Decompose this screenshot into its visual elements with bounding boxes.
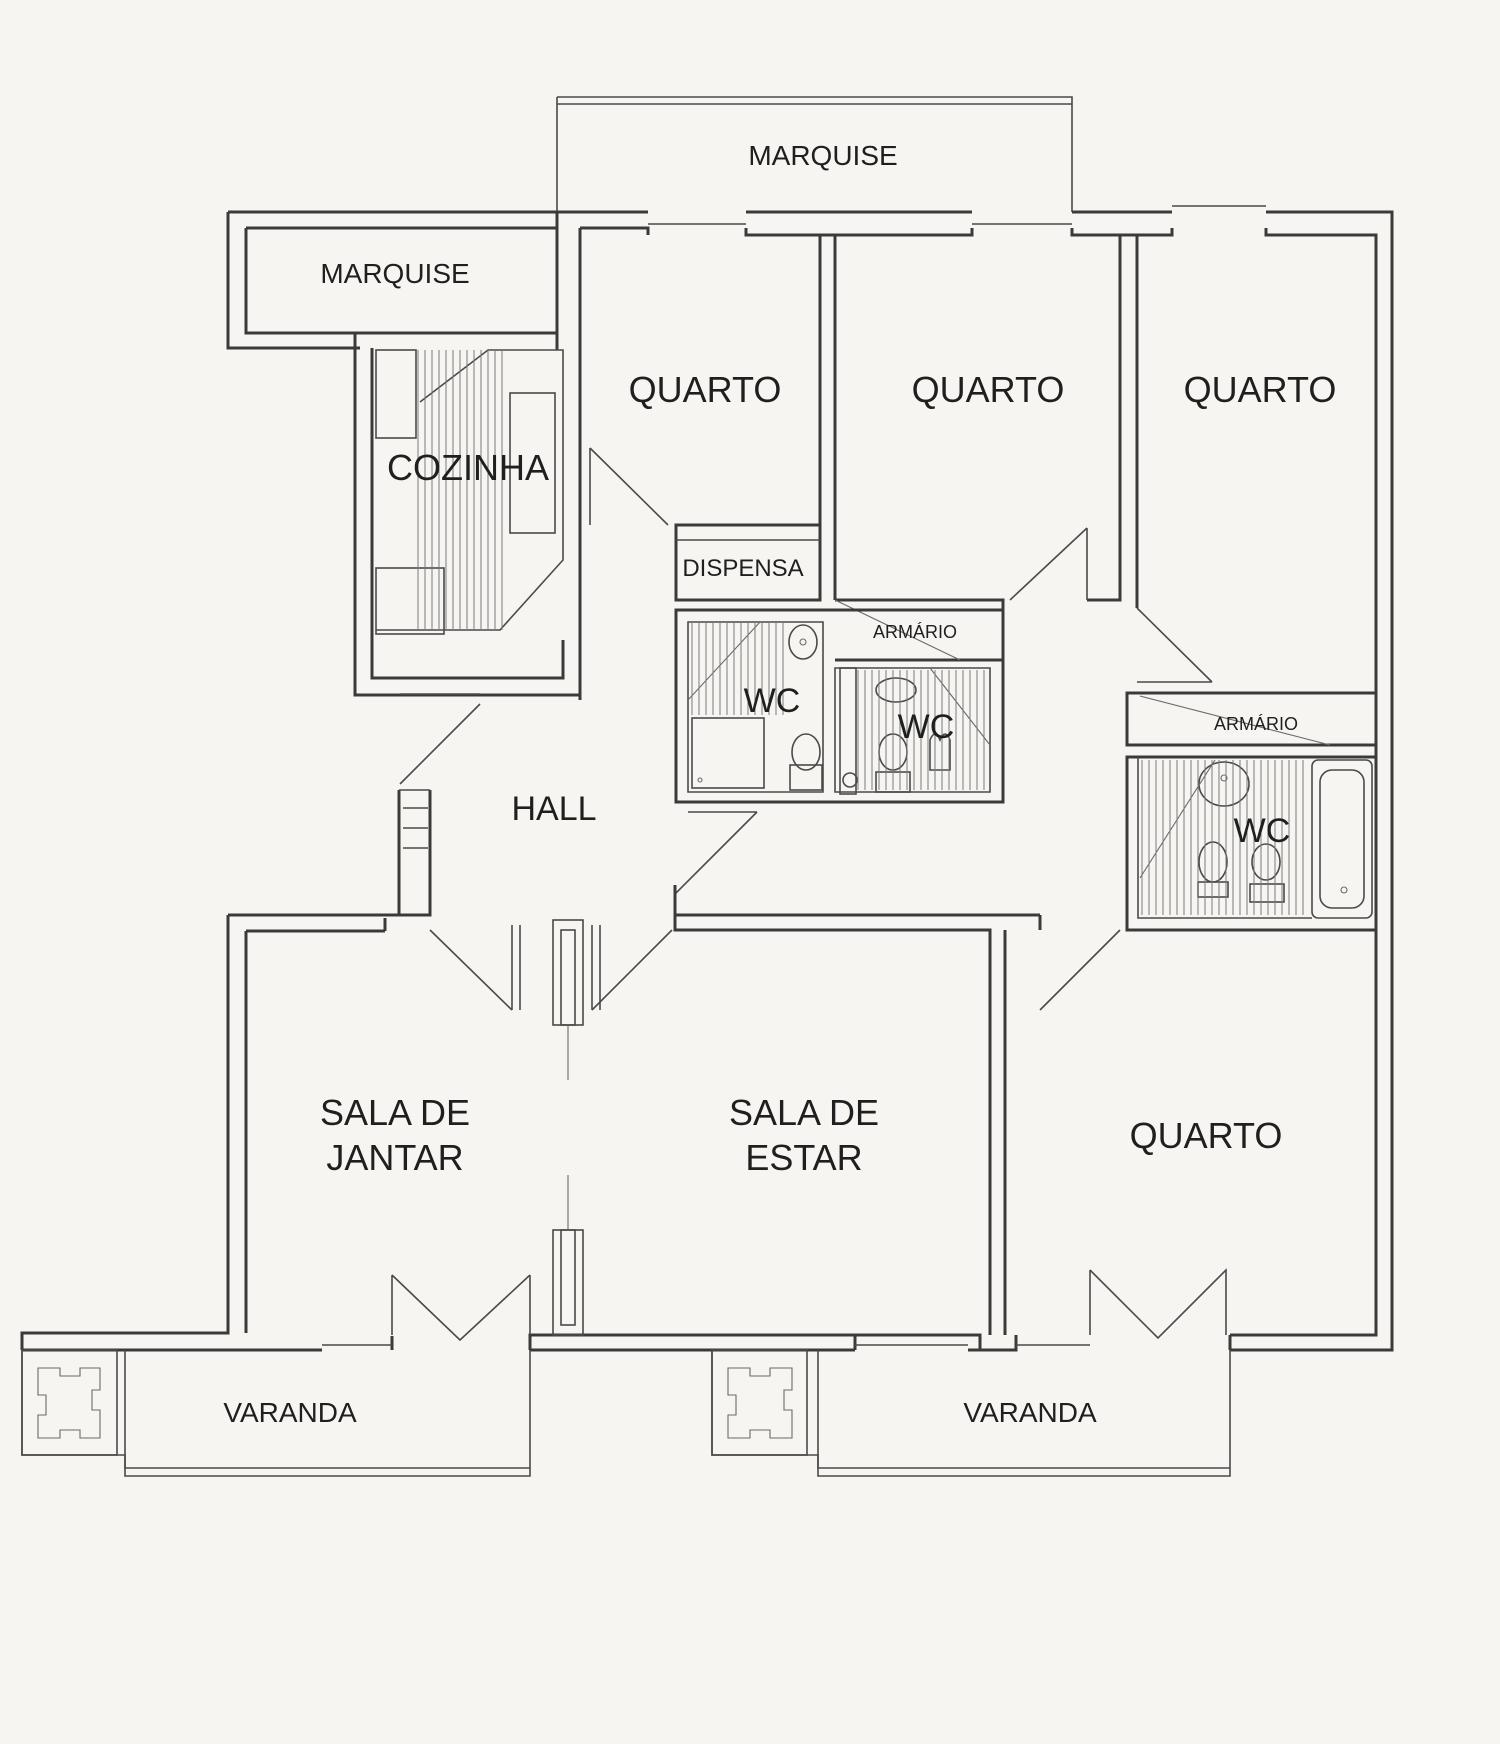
label-marquise-left: MARQUISE (320, 258, 469, 289)
balconies (21, 1349, 1231, 1477)
label-varanda-1: VARANDA (223, 1397, 357, 1428)
label-armario-2: ARMÁRIO (1214, 714, 1298, 734)
label-quarto-3: QUARTO (1184, 369, 1337, 410)
room-labels: MARQUISE MARQUISE QUARTO QUARTO QUARTO C… (223, 140, 1336, 1428)
label-hall: HALL (511, 790, 596, 828)
label-quarto-4: QUARTO (1130, 1115, 1283, 1156)
label-wc-2: WC (898, 708, 955, 746)
label-wc-1: WC (744, 682, 801, 720)
label-sala-jantar-1: SALA DE (320, 1092, 470, 1133)
kitchen-fixtures (375, 349, 564, 635)
label-quarto-2: QUARTO (912, 369, 1065, 410)
label-dispensa: DISPENSA (682, 555, 803, 582)
label-wc-3: WC (1234, 812, 1291, 850)
label-sala-jantar-2: JANTAR (326, 1137, 463, 1178)
interior-walls (353, 235, 1378, 1336)
bathroom-fixtures (687, 621, 1373, 919)
label-armario-1: ARMÁRIO (873, 622, 957, 642)
label-marquise-top: MARQUISE (748, 140, 897, 171)
label-varanda-2: VARANDA (963, 1397, 1097, 1428)
outer-walls (20, 96, 1394, 1352)
label-quarto-1: QUARTO (629, 369, 782, 410)
door-swings (391, 447, 1227, 1342)
label-sala-estar-1: SALA DE (729, 1092, 879, 1133)
label-sala-estar-2: ESTAR (745, 1137, 862, 1178)
label-cozinha: COZINHA (387, 447, 549, 488)
